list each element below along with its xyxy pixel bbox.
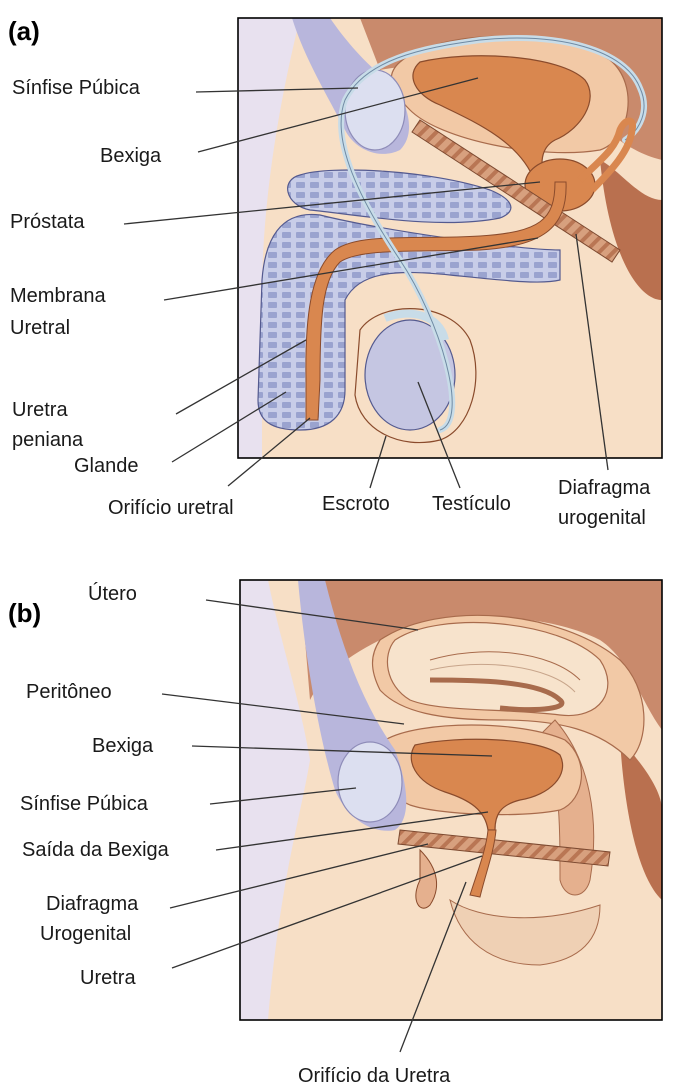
label-sinfise-a: Sínfise Púbica bbox=[12, 77, 141, 99]
label-uretra-peniana-a-line1: Uretra bbox=[12, 399, 68, 421]
label-uretra-b: Uretra bbox=[80, 967, 136, 989]
label-diafragma-a-line1: Diafragma bbox=[558, 477, 651, 499]
label-peritoneo-b: Peritôneo bbox=[26, 681, 112, 703]
label-escroto-a: Escroto bbox=[322, 493, 390, 515]
male-anatomy-illustration bbox=[238, 18, 662, 458]
label-prostata-a: Próstata bbox=[10, 211, 85, 233]
label-bexiga-b: Bexiga bbox=[92, 735, 154, 757]
label-bexiga-a: Bexiga bbox=[100, 145, 162, 167]
label-orificio-b: Orifício da Uretra bbox=[298, 1065, 451, 1087]
label-uretra-peniana-a-line2: peniana bbox=[12, 429, 84, 451]
label-saida-b: Saída da Bexiga bbox=[22, 839, 170, 861]
label-diafragma-b-line2: Urogenital bbox=[40, 923, 131, 945]
label-orificio-a: Orifício uretral bbox=[108, 497, 234, 519]
female-anatomy-illustration bbox=[240, 580, 662, 1020]
label-utero-b: Útero bbox=[88, 582, 137, 605]
label-membrana-a-line2: Uretral bbox=[10, 317, 70, 339]
label-membrana-a-line1: Membrana bbox=[10, 285, 106, 307]
label-diafragma-b-line1: Diafragma bbox=[46, 893, 139, 915]
panel-a-tag: (a) bbox=[8, 16, 40, 46]
label-glande-a: Glande bbox=[74, 455, 139, 477]
label-diafragma-a-line2: urogenital bbox=[558, 507, 646, 529]
panel-b-tag: (b) bbox=[8, 598, 41, 628]
label-sinfise-b: Sínfise Púbica bbox=[20, 793, 149, 815]
label-testiculo-a: Testículo bbox=[432, 493, 511, 515]
